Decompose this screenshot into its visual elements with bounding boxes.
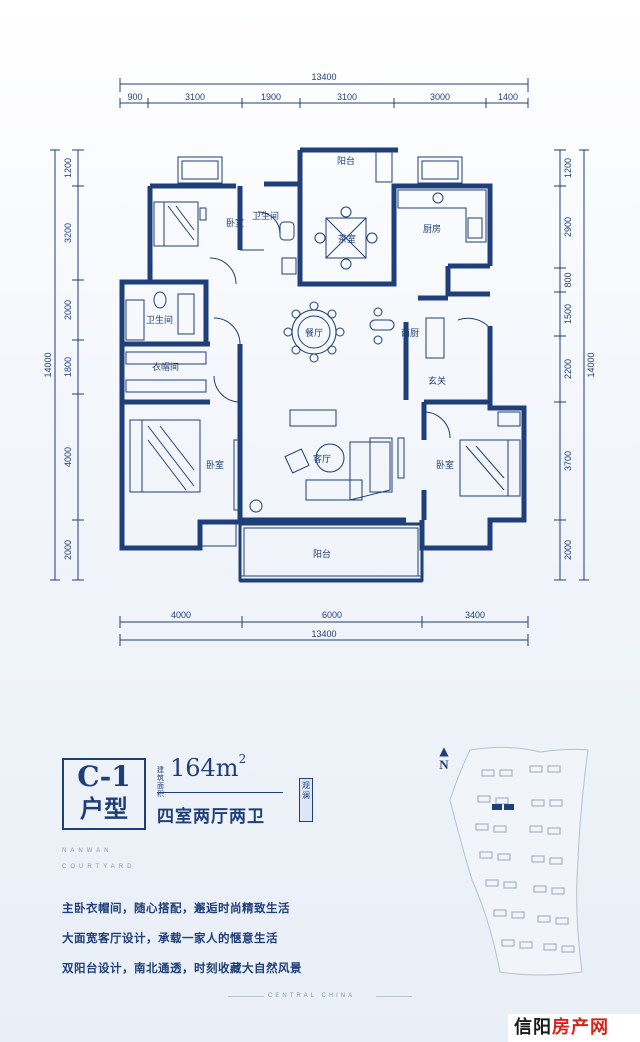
doors [209, 211, 489, 439]
dim-bottom-total: 13400 [311, 629, 336, 639]
label-kitchen: 厨房 [423, 223, 441, 235]
area-number: 164m [170, 754, 239, 782]
site-plan-map [449, 746, 589, 976]
label-bath-upper: 卫生间 [252, 210, 279, 222]
label-bath-left: 卫生间 [146, 314, 173, 326]
dim-left-3: 2000 [63, 300, 73, 320]
windows [121, 200, 525, 508]
dim-right-2: 2900 [563, 217, 573, 237]
area-label: 建筑面积 [157, 766, 164, 798]
info-panel: C-1 户型 建筑面积 164m2 四室两厅两卫 观澜 NANWAN COURT… [0, 740, 640, 1042]
bottom-dimensions: 4000 6000 3400 13400 [119, 610, 529, 646]
feature-3: 双阳台设计，南北通透，时刻收藏大自然风景 [62, 961, 302, 975]
label-balcony-south: 阳台 [313, 548, 331, 560]
label-dining: 餐厅 [305, 327, 323, 339]
dim-right-1: 1200 [563, 158, 573, 178]
dim-bottom-2: 6000 [322, 610, 342, 620]
area-divider [157, 792, 283, 793]
dim-left-1: 1200 [63, 158, 73, 178]
dim-top-total: 13400 [311, 72, 336, 82]
footer-brand: CENTRAL CHINA [268, 993, 356, 999]
label-entrance: 玄关 [428, 375, 446, 387]
dim-bottom-3: 3400 [465, 610, 485, 620]
footer-rule-right [376, 996, 412, 997]
dim-top-6: 1400 [498, 92, 518, 102]
english-line-2: COURTYARD [62, 864, 136, 870]
furniture [125, 151, 521, 513]
dim-top-3: 1900 [261, 92, 281, 102]
label-tea-room: 茶室 [338, 233, 356, 245]
label-walkin: 衣帽间 [152, 361, 179, 373]
area-superscript: 2 [238, 752, 247, 766]
unit-code: C-1 [77, 760, 131, 793]
area-value: 164m2 [170, 752, 247, 782]
footer-rule-left [228, 996, 264, 997]
label-master-bedroom: 卧室 [206, 459, 224, 471]
label-bedroom-e: 卧室 [436, 459, 454, 471]
dim-left-4: 1800 [63, 357, 73, 377]
dim-right-4: 1500 [563, 304, 573, 324]
label-living: 客厅 [313, 453, 331, 465]
dim-right-7: 2000 [563, 540, 573, 560]
dim-right-6: 3700 [563, 451, 573, 471]
right-dimensions: 1200 2900 800 1500 2200 3700 2000 14000 [554, 149, 596, 581]
feature-2: 大面宽客厅设计，承载一家人的惬意生活 [62, 931, 278, 945]
label-bedroom-nw: 卧室 [226, 217, 244, 229]
site-logo: 信阳房产网 [508, 1014, 640, 1042]
feature-1: 主卧衣帽间，随心搭配，邂逅时尚精致生活 [62, 901, 290, 915]
walls [119, 147, 527, 551]
unit-type-box: C-1 户型 [62, 758, 146, 830]
english-line-1: NANWAN [62, 848, 113, 854]
dim-top-5: 3000 [430, 92, 450, 102]
dim-bottom-1: 4000 [171, 610, 191, 620]
label-balcony-north: 阳台 [337, 155, 355, 167]
unit-type-label: 户型 [80, 795, 128, 823]
dim-left-6: 2000 [63, 540, 73, 560]
dim-right-5: 2200 [563, 359, 573, 379]
logo-part-2: 房产网 [552, 1017, 609, 1038]
room-count: 四室两厅两卫 [157, 807, 265, 827]
dim-left-total: 14000 [43, 352, 53, 377]
compass: ▲ N [434, 744, 454, 782]
logo-part-1: 信阳 [514, 1017, 552, 1038]
dim-left-2: 3200 [63, 223, 73, 243]
dim-top-4: 3100 [337, 92, 357, 102]
dim-right-total: 14000 [586, 352, 596, 377]
floor-plan: 13400 900 3100 1900 3100 3000 1400 1200 … [43, 72, 596, 646]
north-label: N [439, 757, 449, 772]
room-labels: 卧室 卫生间 阳台 茶室 厨房 卫生间 餐厅 西厨 衣帽间 玄关 客厅 卧室 卧… [146, 155, 454, 560]
dim-left-5: 4000 [63, 447, 73, 467]
project-tag: 观澜 [299, 778, 313, 822]
balconies [177, 156, 463, 583]
dim-right-3: 800 [563, 272, 573, 287]
north-arrow-icon: ▲ [439, 744, 449, 758]
label-western-kitchen: 西厨 [401, 328, 419, 339]
dim-top-2: 3100 [185, 92, 205, 102]
left-dimensions: 1200 3200 2000 1800 4000 2000 14000 [43, 149, 84, 581]
top-dimensions: 13400 900 3100 1900 3100 3000 1400 [119, 72, 529, 108]
dim-top-1: 900 [127, 92, 142, 102]
